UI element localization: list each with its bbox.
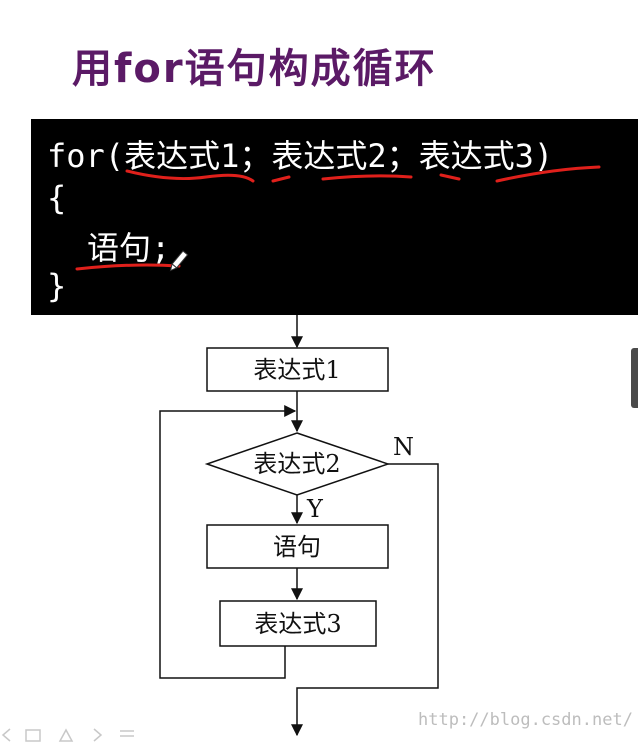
slide-toolbar	[1, 728, 134, 742]
page-title: 用for语句构成循环	[72, 46, 437, 92]
box-expr3-label: 表达式3	[254, 610, 341, 638]
box-expr3	[219, 600, 377, 647]
code-line-statement: 语句;	[87, 229, 171, 267]
code-line-for: for(表达式1；表达式2；表达式3)	[47, 137, 554, 175]
box-statement-label: 语句	[273, 533, 321, 561]
no-branch-line	[291, 463, 439, 737]
ink-annotations	[75, 165, 601, 272]
menu-icon[interactable]	[120, 730, 134, 737]
code-line-close-brace: }	[47, 267, 67, 305]
pen-tool-icon[interactable]	[58, 728, 74, 742]
watermark: http://blog.csdn.net/	[418, 710, 633, 730]
next-arrow-icon[interactable]	[93, 728, 103, 742]
side-scroll-tab[interactable]	[631, 348, 638, 408]
yes-label: Y	[306, 495, 324, 523]
slides-icon[interactable]	[25, 729, 41, 742]
pen-cursor-icon	[169, 250, 189, 272]
code-line-open-brace: {	[47, 179, 67, 217]
no-label: N	[393, 433, 414, 461]
underline-expr3	[495, 165, 601, 183]
underline-dash-1	[271, 175, 291, 183]
loop-back-line	[159, 405, 297, 679]
diamond-condition-label: 表达式2	[253, 450, 340, 478]
box-statement	[206, 524, 389, 569]
underline-expr2	[321, 174, 413, 181]
underline-dash-2	[439, 173, 461, 181]
box-expr1	[206, 347, 389, 392]
underline-statement	[75, 263, 181, 271]
underline-expr1	[125, 169, 255, 183]
prev-arrow-icon[interactable]	[1, 728, 11, 742]
code-block: for(表达式1；表达式2；表达式3) { 语句; }	[31, 119, 638, 315]
box-expr1-label: 表达式1	[253, 356, 340, 384]
for-loop-flowchart: 表达式1 表达式2 Y 语句 表达式3 N	[159, 315, 439, 737]
